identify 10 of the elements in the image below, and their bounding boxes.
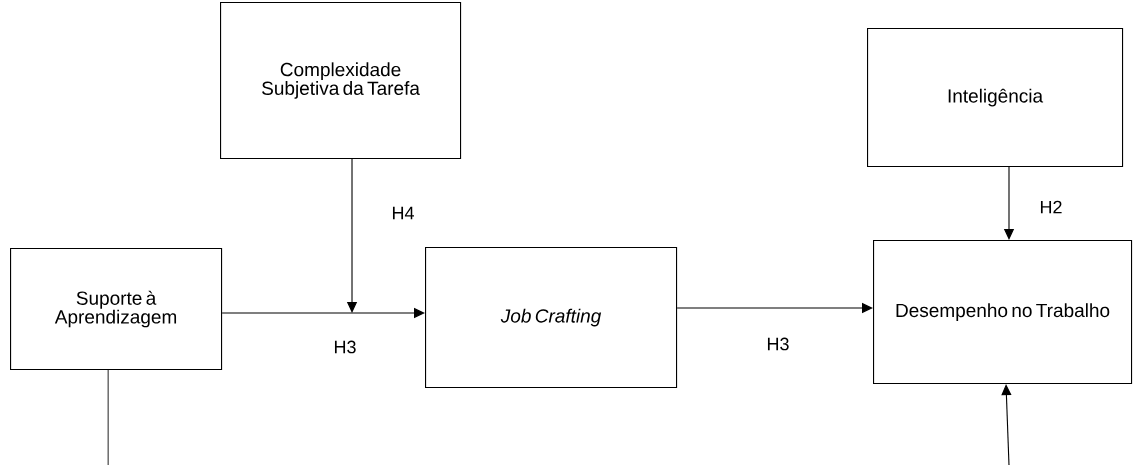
box: Inteligência — [867, 28, 1124, 168]
edge-label: H3 — [332, 339, 358, 355]
box: Complexidade Subjetiva da Tarefa — [220, 2, 462, 160]
edge-label: H4 — [390, 205, 416, 221]
edge-label: H3 — [765, 336, 791, 352]
box: Desempenho no Trabalho — [873, 240, 1133, 385]
edge-label: H2 — [1038, 199, 1064, 215]
arrow — [1001, 384, 1012, 465]
box: Job Crafting — [425, 247, 678, 389]
box: Suporte à Aprendizagem — [10, 248, 223, 371]
